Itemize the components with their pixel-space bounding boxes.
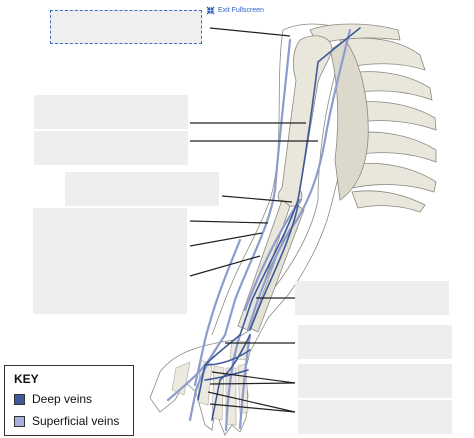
- label-field-3[interactable]: [34, 131, 188, 165]
- leader-lines: [189, 27, 318, 413]
- label-field-6[interactable]: [295, 281, 449, 315]
- label-field-4[interactable]: [65, 172, 219, 206]
- collapse-arrows-icon: [206, 5, 215, 15]
- legend-label-deep: Deep veins: [32, 392, 93, 406]
- legend-item-deep: Deep veins: [14, 392, 92, 406]
- label-field-2[interactable]: [34, 95, 188, 129]
- hand-bones: [171, 339, 249, 426]
- superficial-veins-swatch: [14, 415, 25, 427]
- label-field-8[interactable]: [298, 364, 452, 398]
- legend-item-superficial: Superficial veins: [14, 414, 119, 428]
- deep-veins: [197, 27, 361, 421]
- exit-fullscreen-label: Exit Fullscreen: [218, 6, 264, 14]
- label-field-7[interactable]: [298, 325, 452, 359]
- label-field-1[interactable]: [50, 10, 202, 44]
- arm-outline: [149, 23, 351, 436]
- humerus: [277, 35, 333, 207]
- clavicle: [309, 23, 401, 45]
- scapula: [329, 39, 369, 201]
- ulna: [249, 203, 305, 333]
- deep-veins-swatch: [14, 393, 25, 405]
- label-field-9[interactable]: [298, 400, 452, 434]
- legend: KEY Deep veins Superficial veins: [4, 365, 134, 436]
- exit-fullscreen-button[interactable]: Exit Fullscreen: [206, 4, 264, 16]
- label-field-5[interactable]: [33, 208, 187, 314]
- legend-label-superficial: Superficial veins: [32, 414, 120, 428]
- legend-title: KEY: [14, 372, 39, 386]
